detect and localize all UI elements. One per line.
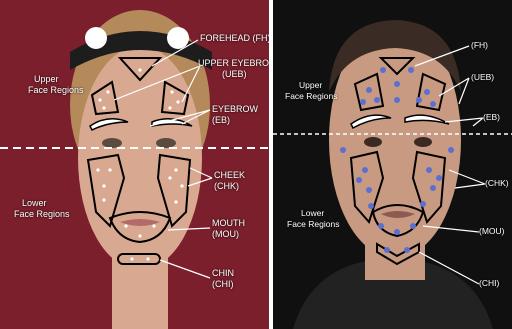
chin-label: CHIN (CHI): [212, 268, 234, 290]
cheek-abbr: (CHK): [214, 181, 245, 192]
cheek-label: (CHK): [485, 178, 509, 189]
right-eye: [414, 137, 432, 147]
upper-eyebrow-label: UPPER EYEBROW (UEB): [198, 58, 269, 80]
chin-abbr: (CHI): [212, 279, 234, 290]
lower-face-label: Lower Face Regions: [14, 198, 70, 220]
left-face-panel: Upper Face Regions Lower Face Regions FO…: [0, 0, 269, 329]
head-marker-left: [85, 27, 107, 49]
chin-name: CHIN: [212, 268, 234, 279]
right-eye: [156, 138, 176, 148]
mouth-name: MOUTH: [212, 218, 245, 229]
mouth-label: (MOU): [479, 226, 505, 237]
cheek-name: CHEEK: [214, 170, 245, 181]
eyebrow-name: EYEBROW: [212, 104, 258, 115]
upper-eyebrow-label: (UEB): [471, 72, 494, 83]
upper-eyebrow-abbr: (UEB): [198, 69, 269, 80]
lower-face-label-line2: Face Regions: [14, 209, 70, 220]
cheek-label: CHEEK (CHK): [214, 170, 245, 192]
upper-face-label: Upper Face Regions: [28, 74, 84, 96]
upper-face-label-line1: Upper: [285, 80, 337, 91]
forehead-label: (FH): [471, 40, 488, 51]
mouth-label: MOUTH (MOU): [212, 218, 245, 240]
upper-eyebrow-name: UPPER EYEBROW: [198, 58, 269, 69]
eyebrow-label: EYEBROW (EB): [212, 104, 258, 126]
left-eye: [364, 137, 382, 147]
eyebrow-label: (EB): [483, 112, 500, 123]
chin-label: (CHI): [479, 278, 499, 289]
upper-face-label-line2: Face Regions: [285, 91, 337, 102]
lower-face-label-line2: Face Regions: [287, 219, 339, 230]
forehead-label: FOREHEAD (FH): [200, 33, 269, 44]
mouth-abbr: (MOU): [212, 229, 245, 240]
upper-face-label-line2: Face Regions: [28, 85, 84, 96]
left-eye: [102, 138, 122, 148]
lower-face-label-line1: Lower: [14, 198, 70, 209]
upper-face-label: Upper Face Regions: [285, 80, 337, 102]
lower-face-label-line1: Lower: [287, 208, 339, 219]
right-face-panel: Upper Face Regions Lower Face Regions (F…: [273, 0, 512, 329]
upper-face-label-line1: Upper: [28, 74, 84, 85]
head-marker-right: [167, 27, 189, 49]
lower-face-label: Lower Face Regions: [287, 208, 339, 230]
eyebrow-abbr: (EB): [212, 115, 258, 126]
